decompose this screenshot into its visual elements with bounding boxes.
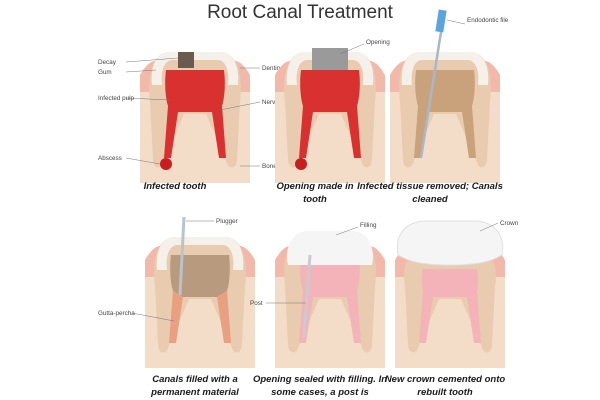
label-endodontic-file: Endodontic file: [467, 17, 509, 24]
caption-opening-sealed: Opening sealed with filling. In some cas…: [252, 374, 388, 398]
decay-spot: [178, 52, 194, 68]
caption-canals-filled: Canals filled with a permanent material: [151, 374, 239, 398]
label-opening: Opening: [366, 39, 390, 46]
label-dentin: Dentin: [262, 65, 281, 72]
panel-canals-filled: Plugger Gutta-percha: [98, 216, 255, 368]
panel-infected-tooth: Decay Gum Infected pulp Abscess Dentin N…: [98, 52, 324, 183]
caption-new-crown: New crown cemented onto rebuilt tooth: [384, 374, 506, 398]
gutta-percha: [169, 291, 231, 343]
endodontic-file: [419, 31, 443, 159]
file-handle: [435, 9, 447, 33]
label-post: Post: [250, 300, 263, 307]
label-infected-pulp: Infected pulp: [98, 95, 135, 102]
tooth-enamel: [401, 52, 489, 85]
label-gutta-percha: Gutta-percha: [98, 310, 135, 317]
panel-opening-sealed: Filling Post: [250, 222, 385, 368]
label-gum: Gum: [98, 69, 112, 76]
cleaned-canal: [414, 70, 476, 158]
caption-canals-cleaned: Infected tissue removed; Canals cleaned: [357, 181, 503, 205]
tooth-enamel: [156, 237, 244, 270]
label-filling: Filling: [360, 222, 377, 229]
panel-opening-made: Opening: [275, 39, 390, 183]
infected-pulp: [299, 70, 361, 158]
diagram-title: Root Canal Treatment: [207, 2, 393, 23]
caption-opening-made: Opening made in tooth: [276, 181, 354, 205]
label-abscess: Abscess: [98, 155, 122, 162]
abscess: [160, 158, 172, 170]
panel-new-crown: Crown: [395, 220, 519, 368]
panel-canals-cleaned: Endodontic file: [390, 9, 509, 183]
clean-canal: [419, 269, 481, 343]
label-crown: Crown: [500, 220, 519, 227]
caption-infected-tooth: Infected tooth: [143, 181, 207, 192]
label-bone: Bone: [262, 163, 277, 170]
label-decay: Decay: [98, 59, 117, 66]
infected-pulp: [164, 70, 226, 158]
opening: [312, 48, 348, 70]
plugger: [178, 216, 186, 296]
clean-canal: [299, 255, 361, 343]
crown: [396, 220, 504, 266]
filled-chamber: [170, 255, 230, 297]
label-plugger: Plugger: [216, 218, 238, 225]
tooth-enamel: [151, 52, 239, 85]
post: [302, 254, 312, 338]
abscess: [295, 158, 307, 170]
